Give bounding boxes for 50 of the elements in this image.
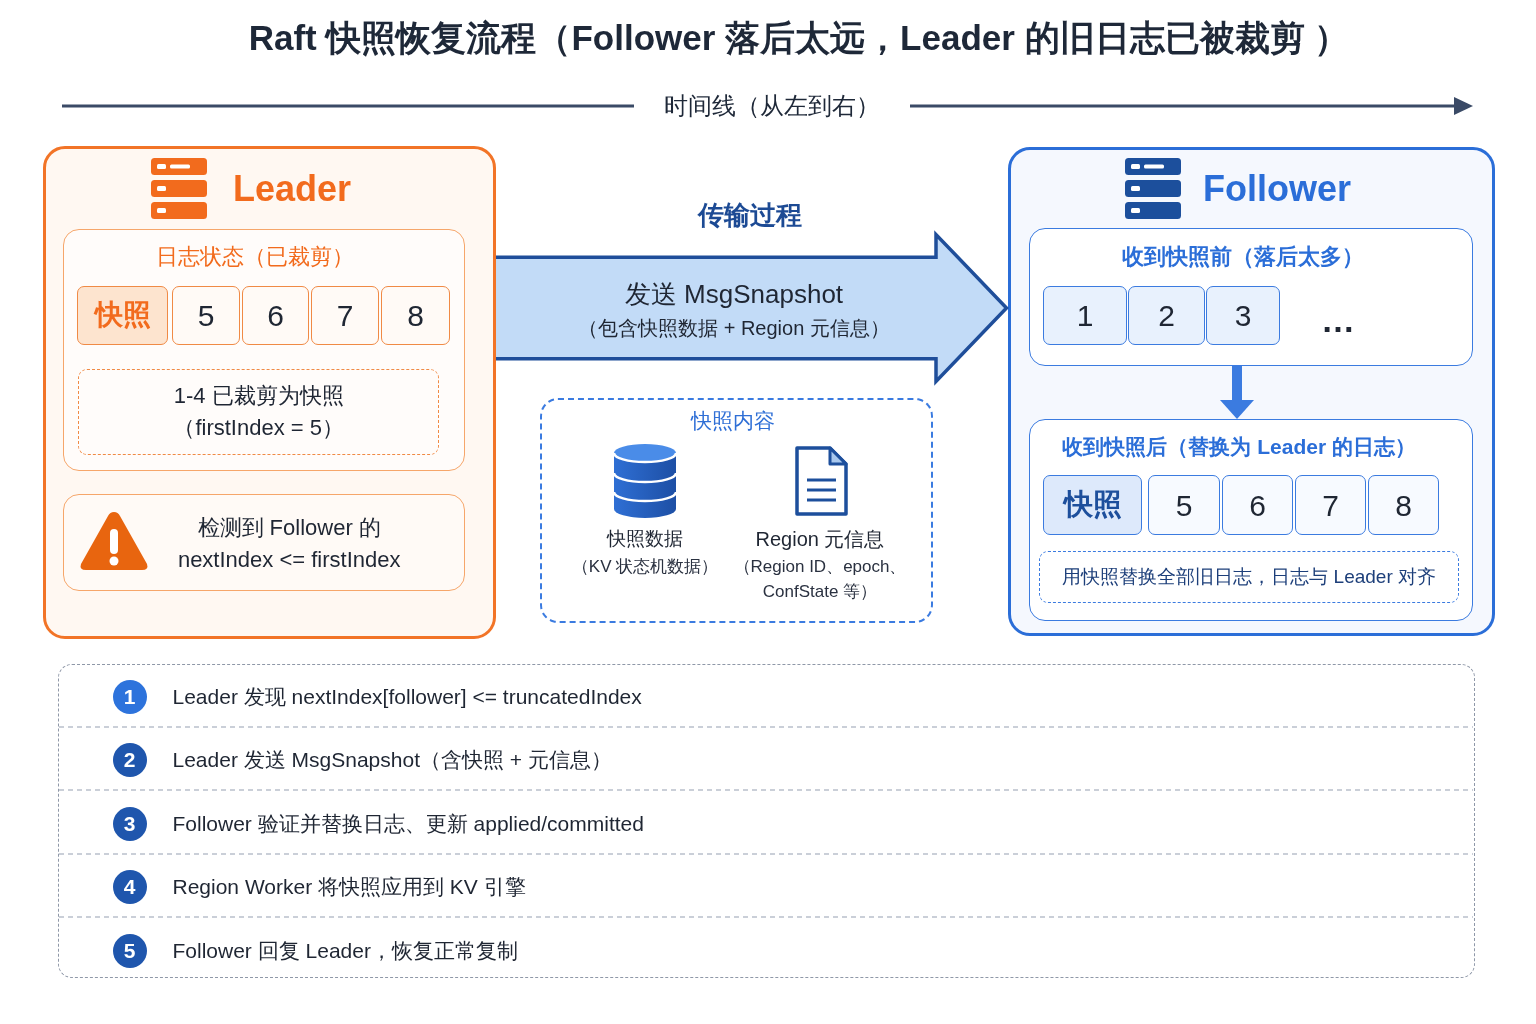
dashed-box [540,398,933,623]
step-text: Leader 发现 nextIndex[follower] <= truncatedIndex [172,683,642,710]
snapshot-cell: 快照 [1043,475,1143,536]
box-heading: 快照内容 [691,408,775,434]
panel-heading: 收到快照后（替换为 Leader 的日志） [1062,434,1416,460]
step-text: Leader 发送 MsgSnapshot（含快照 + 元信息） [172,746,612,773]
steps-panel [58,664,1475,978]
number-circle: 3 [112,806,147,841]
snapshot-cell: 快照 [77,286,169,346]
step-text: Region Worker 将快照应用到 KV 引擎 [172,873,526,900]
panel-heading: 日志状态（已裁剪） [156,244,355,271]
log-entry-cell: 7 [311,286,380,346]
caption-note: （KV 状态机数据） [571,556,719,578]
timeline-label: 时间线（从左到右） [664,91,880,121]
log-entry-cell: 8 [1368,475,1440,536]
panel-title: Follower [1203,167,1351,211]
title: Raft 快照恢复流程（Follower 落后太远，Leader 的旧日志已被裁剪 ） [248,17,1350,59]
icon-caption: Region 元信息 [755,527,885,551]
log-panel [1029,419,1473,621]
log-entry-cell: 6 [242,286,310,346]
number-circle: 1 [112,679,147,714]
number-circle: 5 [112,933,147,968]
ellipsis: … [1321,299,1355,341]
icon-caption: 快照数据 [607,527,683,551]
caption-note: （Region ID、epoch、ConfState 等） [732,556,908,603]
arrow [1220,366,1254,419]
step-text: Follower 验证并替换日志、更新 applied/committed [172,810,644,837]
dashed-note-box: 1-4 已裁剪为快照（firstIndex = 5） [78,369,440,456]
number-circle: 4 [112,869,147,904]
log-entry-cell: 8 [381,286,451,346]
log-panel [63,229,465,471]
log-entry-cell: 2 [1128,286,1206,346]
step-text: Follower 回复 Leader，恢复正常复制 [172,937,518,964]
log-entry-cell: 1 [1043,286,1128,346]
follower-panel [1008,147,1495,636]
warning-text: 检测到 Follower 的 nextIndex <= firstIndex [176,514,402,575]
section-heading: 传输过程 [698,200,802,232]
log-entry-cell: 5 [1148,475,1221,536]
leader-panel [43,146,496,639]
log-entry-cell: 3 [1206,286,1281,346]
panel-title: Leader [233,167,352,211]
number-circle: 2 [112,742,147,777]
log-entry-cell: 6 [1222,475,1294,536]
warning-box [63,494,465,591]
log-panel [1029,228,1473,366]
log-entry-cell: 5 [172,286,241,346]
panel-heading: 收到快照前（落后太多） [1122,244,1365,271]
edge-label: 发送 MsgSnapshot（包含快照数据 + Region 元信息） [577,277,891,341]
log-entry-cell: 7 [1295,475,1367,536]
dashed-note-box: 用快照替换全部旧日志，日志与 Leader 对齐 [1039,551,1460,604]
